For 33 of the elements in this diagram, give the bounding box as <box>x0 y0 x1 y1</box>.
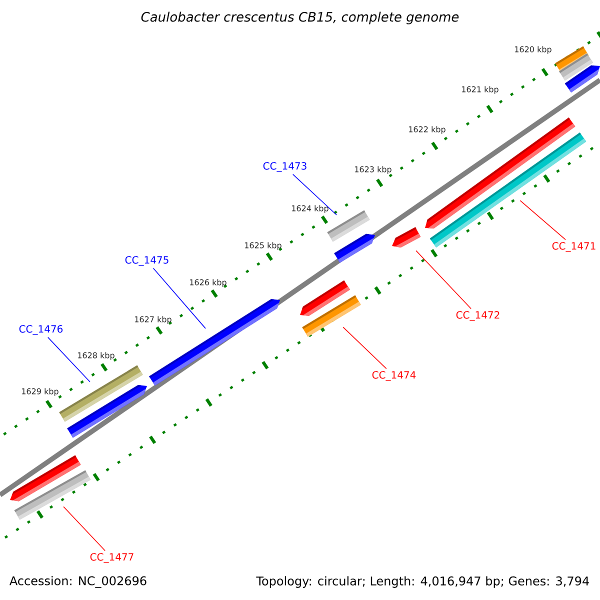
tick-label: 1626 kbp <box>190 279 226 287</box>
leader-line <box>292 174 338 216</box>
tick-label: 1629 kbp <box>22 388 58 396</box>
gene-label: CC_1477 <box>90 553 134 563</box>
tick-label: 1621 kbp <box>462 86 498 94</box>
tick-label: 1627 kbp <box>135 316 172 324</box>
leader-line <box>520 200 566 240</box>
tick-label: 1628 kbp <box>78 352 114 360</box>
gene-label: CC_1476 <box>19 325 63 335</box>
genome-info-text: Topology: circular; Length: 4,016,947 bp; Genes: 3,794 <box>256 576 589 588</box>
tick-label: 1623 kbp <box>355 166 392 174</box>
leader-line <box>63 506 106 552</box>
tick-label: 1625 kbp <box>245 242 282 250</box>
tick-label: 1622 kbp <box>409 126 446 134</box>
gene-label: CC_1472 <box>456 311 500 321</box>
gene-label: CC_1474 <box>372 371 416 381</box>
leader-line <box>416 250 472 310</box>
gene-block <box>300 280 350 316</box>
title: Caulobacter crescentus CB15, complete genome <box>141 12 459 24</box>
gene-label: CC_1473 <box>263 162 306 172</box>
tick-label: 1624 kbp <box>292 205 328 213</box>
gene-block <box>334 234 375 263</box>
accession-text: Accession: NC_002696 <box>10 576 146 588</box>
leader-line <box>152 268 206 329</box>
tick-label: 1620 kbp <box>515 46 552 54</box>
gene-block <box>10 455 81 502</box>
gene-label: CC_1475 <box>125 256 168 266</box>
leader-line <box>342 326 387 370</box>
gene-block <box>564 65 600 93</box>
leader-line <box>48 336 90 382</box>
gene-block <box>67 384 147 438</box>
gene-block <box>392 227 421 248</box>
gene-label: CC_1471 <box>552 242 596 252</box>
